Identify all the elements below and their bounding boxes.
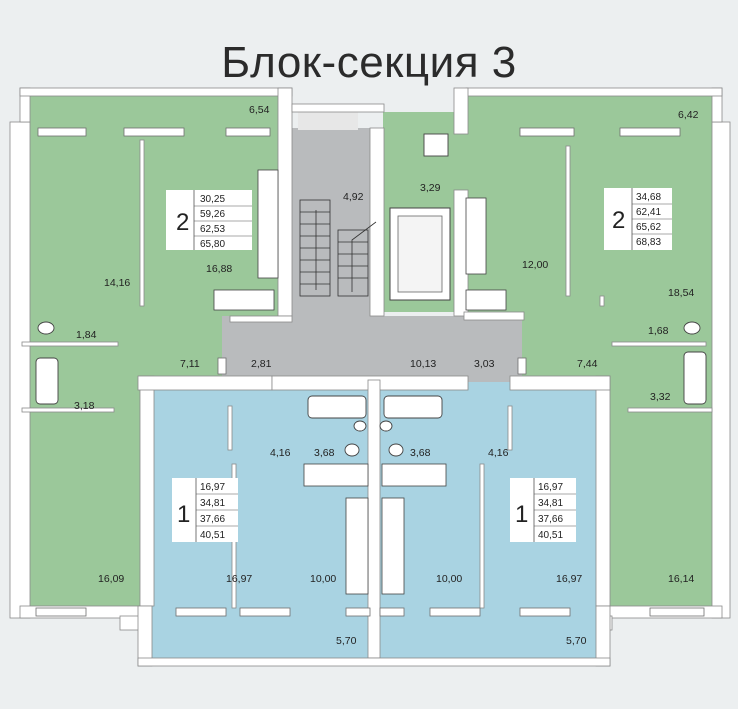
area-label: 16,88 xyxy=(206,263,232,275)
svg-text:62,41: 62,41 xyxy=(636,207,661,218)
svg-text:68,83: 68,83 xyxy=(636,237,661,248)
svg-text:40,51: 40,51 xyxy=(538,530,563,541)
windows xyxy=(35,127,705,617)
svg-text:34,81: 34,81 xyxy=(200,498,225,509)
area-label: 12,00 xyxy=(522,259,548,271)
area-label: 14,16 xyxy=(104,277,130,289)
area-label: 16,97 xyxy=(556,573,582,585)
svg-text:65,62: 65,62 xyxy=(636,222,661,233)
area-label: 6,54 xyxy=(249,104,270,116)
area-label: 16,09 xyxy=(98,573,124,585)
rooms-count: 1 xyxy=(177,501,190,528)
svg-text:16,97: 16,97 xyxy=(538,482,563,493)
svg-text:34,81: 34,81 xyxy=(538,498,563,509)
svg-text:37,66: 37,66 xyxy=(538,514,563,525)
apt-table-bottom-right: 1 16,97 34,81 37,66 40,51 xyxy=(510,478,576,542)
area-label: 3,32 xyxy=(650,391,671,403)
svg-text:16,97: 16,97 xyxy=(200,482,225,493)
apt-table-bottom-left: 1 16,97 34,81 37,66 40,51 xyxy=(172,478,238,542)
svg-text:37,66: 37,66 xyxy=(200,514,225,525)
svg-text:65,80: 65,80 xyxy=(200,239,225,250)
area-label: 16,97 xyxy=(226,573,252,585)
area-label: 16,14 xyxy=(668,573,694,585)
area-label: 7,44 xyxy=(577,358,598,370)
elevator xyxy=(389,207,451,301)
area-label: 1,68 xyxy=(648,325,669,337)
area-label: 1,84 xyxy=(76,329,97,341)
area-label: 3,03 xyxy=(474,358,495,370)
toilets xyxy=(37,133,701,457)
room-area-labels: 6,54 6,42 4,92 3,29 14,16 16,88 12,00 18… xyxy=(74,104,699,647)
bathtubs xyxy=(35,351,707,419)
svg-text:40,51: 40,51 xyxy=(200,530,225,541)
area-label: 5,70 xyxy=(566,635,587,647)
rooms-count: 2 xyxy=(176,209,189,236)
stairwell xyxy=(222,108,522,382)
area-label: 10,00 xyxy=(310,573,336,585)
area-label: 6,42 xyxy=(678,109,699,121)
kitchen-fixtures xyxy=(213,169,507,595)
page-title: Блок-секция 3 xyxy=(221,38,517,87)
area-label: 5,70 xyxy=(336,635,357,647)
area-label: 18,54 xyxy=(668,287,694,299)
area-label: 4,92 xyxy=(343,191,364,203)
area-label: 3,68 xyxy=(314,447,335,459)
rooms-count: 2 xyxy=(612,207,625,234)
stair-steps xyxy=(299,199,377,297)
svg-text:30,25: 30,25 xyxy=(200,194,225,205)
area-label: 10,00 xyxy=(436,573,462,585)
area-label: 3,68 xyxy=(410,447,431,459)
svg-text:59,26: 59,26 xyxy=(200,209,225,220)
rooms-count: 1 xyxy=(515,501,528,528)
apt-table-top-left: 2 30,25 59,26 62,53 65,80 xyxy=(166,190,252,250)
svg-text:34,68: 34,68 xyxy=(636,192,661,203)
area-label: 7,11 xyxy=(180,358,200,370)
area-label: 10,13 xyxy=(410,358,436,370)
area-label: 4,16 xyxy=(270,447,291,459)
area-label: 3,18 xyxy=(74,400,95,412)
area-label: 2,81 xyxy=(251,358,272,370)
area-label: 3,29 xyxy=(420,182,441,194)
svg-text:62,53: 62,53 xyxy=(200,224,225,235)
area-label: 4,16 xyxy=(488,447,509,459)
apt-table-top-right: 2 34,68 62,41 65,62 68,83 xyxy=(604,188,672,250)
